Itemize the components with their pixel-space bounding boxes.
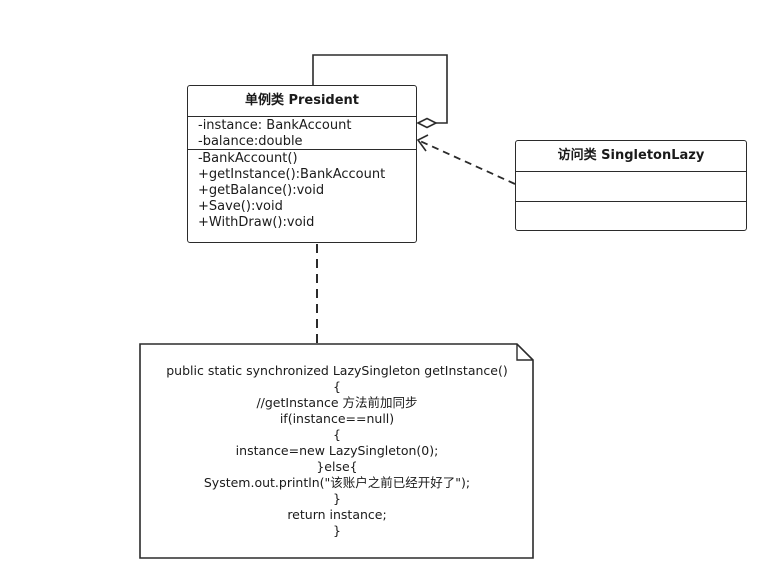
operation-get-balance: +getBalance():void: [198, 183, 325, 198]
code-note-text: public static synchronized LazySingleton…: [140, 363, 534, 539]
class-president-attributes: -instance: BankAccount -balance:double: [188, 117, 416, 150]
class-singleton-lazy[interactable]: 访问类 SingletonLazy: [515, 140, 747, 231]
class-singleton-lazy-operations: [516, 202, 746, 231]
code-line: instance=new LazySingleton(0);: [235, 443, 439, 458]
operation-get-instance: +getInstance():BankAccount: [198, 167, 386, 182]
dependency-arrowhead-icon: [416, 134, 429, 152]
class-president-title: 单例类 President: [188, 86, 416, 117]
class-president[interactable]: 单例类 President -instance: BankAccount -ba…: [187, 85, 417, 243]
class-president-operations: -BankAccount() +getInstance():BankAccoun…: [188, 150, 416, 232]
code-line: if(instance==null): [279, 411, 395, 426]
code-note[interactable]: public static synchronized LazySingleton…: [140, 344, 534, 558]
code-line: return instance;: [287, 507, 387, 522]
code-line: public static synchronized LazySingleton…: [166, 363, 508, 378]
code-line: }else{: [316, 459, 358, 474]
code-line: }: [333, 523, 341, 538]
attribute-balance: -balance:double: [198, 134, 303, 149]
operation-withdraw: +WithDraw():void: [198, 215, 315, 230]
dependency-line: [419, 140, 516, 185]
code-line: }: [333, 491, 341, 506]
class-singleton-lazy-attributes: [516, 172, 746, 202]
code-line: System.out.println("该账户之前已经开好了");: [203, 475, 471, 490]
operation-save: +Save():void: [198, 199, 283, 214]
aggregation-diamond-icon: [416, 117, 438, 129]
code-line: //getInstance 方法前加同步: [256, 395, 418, 410]
class-singleton-lazy-title: 访问类 SingletonLazy: [516, 141, 746, 172]
operation-constructor: -BankAccount(): [198, 151, 298, 166]
attribute-instance: -instance: BankAccount: [198, 118, 352, 133]
code-line: {: [333, 379, 341, 394]
code-line: {: [333, 427, 341, 442]
